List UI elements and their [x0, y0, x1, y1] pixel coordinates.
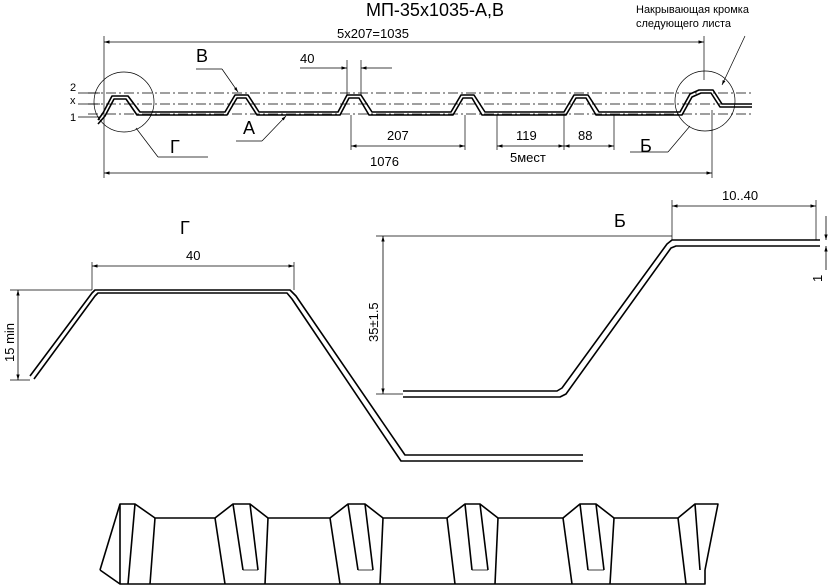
- marker-Bb: Б: [640, 136, 652, 156]
- overlap-note-line1: Накрывающая кромка: [636, 4, 750, 16]
- detail-Bb-edge-width: 10..40: [722, 188, 758, 203]
- dim-total-width: 1076: [370, 154, 399, 169]
- detail-G-height: 15 min: [2, 323, 17, 362]
- dim-119: 119: [516, 128, 537, 143]
- dim-pitch: 207: [387, 128, 409, 143]
- detail-Bb: Б 35±1.5 10..40 1: [366, 188, 828, 398]
- detail-Bb-thickness: 1: [810, 275, 825, 282]
- marker-G: Г: [170, 137, 180, 157]
- level-x-label: x: [70, 95, 76, 107]
- overlap-note-line2: следующего листа: [636, 18, 732, 30]
- detail-G-top-width: 40: [186, 248, 200, 263]
- detail-G: Г 40 15 min: [2, 218, 583, 462]
- dim-pitch-total: 5х207=1035: [337, 26, 409, 41]
- marker-B: В: [196, 46, 208, 66]
- sheet-3d-view: [99, 503, 719, 585]
- detail-B-circle: [674, 70, 736, 132]
- profile-cross-section: 2 x 1: [70, 0, 752, 178]
- detail-Bb-height: 35±1.5: [366, 302, 381, 342]
- detail-G-label: Г: [180, 218, 190, 238]
- detail-Bb-label: Б: [614, 211, 626, 231]
- marker-A: А: [243, 118, 255, 138]
- detail-G-circle: [93, 71, 155, 133]
- dim-places: 5мест: [510, 150, 546, 165]
- level-2-label: 2: [70, 82, 76, 94]
- dim-88: 88: [578, 128, 592, 143]
- profile-title: МП-35х1035-А,В: [366, 0, 504, 20]
- level-1-label: 1: [70, 112, 76, 124]
- dim-rib-top: 40: [300, 51, 314, 66]
